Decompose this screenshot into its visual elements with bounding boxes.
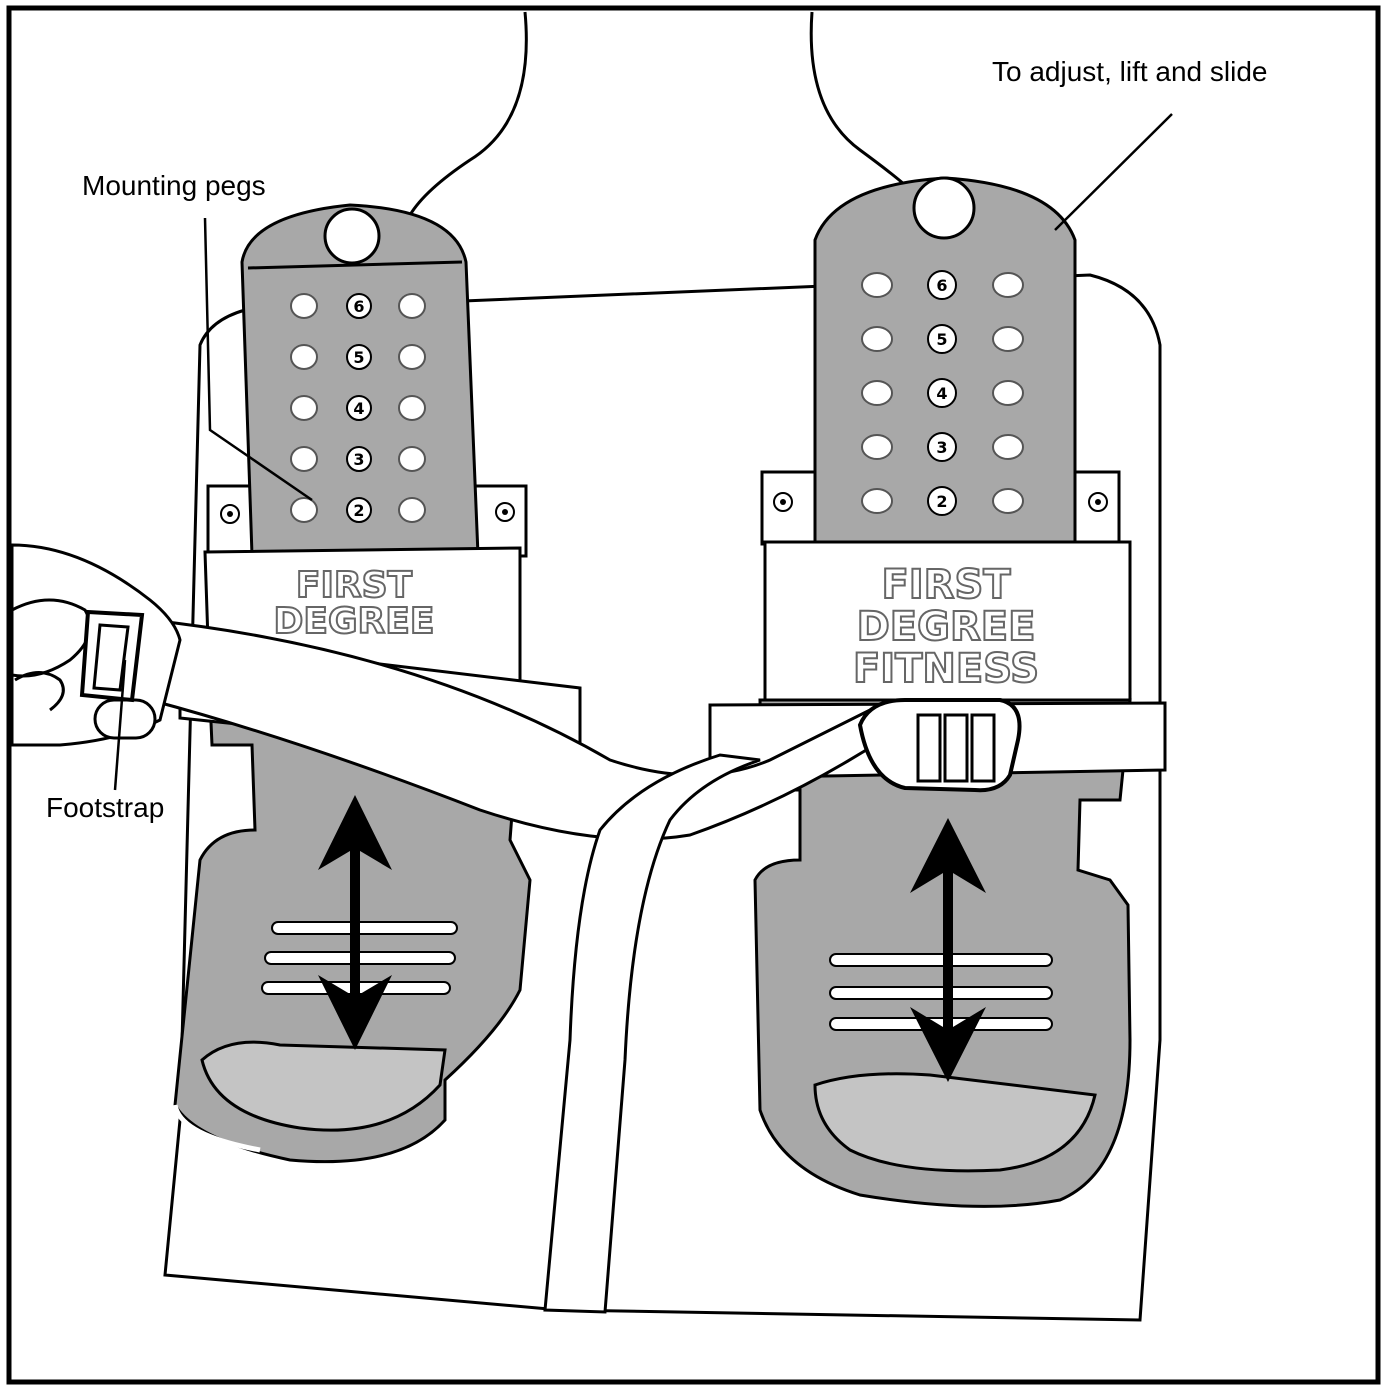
left-hang-hole <box>323 207 381 265</box>
left-peg-hole <box>290 395 318 421</box>
left-peg-hole <box>290 446 318 472</box>
svg-text:FITNESS: FITNESS <box>853 646 1039 692</box>
strap-buckle <box>857 698 1022 793</box>
mounting-pegs-label: Mounting pegs <box>82 170 266 201</box>
hand-holding-strap <box>10 543 182 747</box>
left-bracket-screw-2 <box>495 502 515 522</box>
left-peg-number-disc <box>346 344 372 370</box>
adjust-instruction-label: To adjust, lift and slide <box>992 56 1268 87</box>
right-peg-number-disc <box>927 378 957 408</box>
right-peg-number: 6 <box>936 276 947 295</box>
left-peg-number-disc <box>346 293 372 319</box>
right-peg-hole <box>992 326 1024 352</box>
left-peg-hole <box>398 293 426 319</box>
rower-body-outline-right <box>809 11 906 187</box>
left-peg-number: 2 <box>353 501 364 520</box>
right-peg-number: 3 <box>936 438 947 457</box>
footstrap <box>10 543 1167 1314</box>
right-peg-hole <box>861 488 893 514</box>
right-bracket-screw <box>773 492 793 512</box>
left-peg-number-disc <box>346 497 372 523</box>
right-peg-hole <box>992 272 1024 298</box>
svg-text:FIRST: FIRST <box>296 565 413 606</box>
left-peg-number-disc <box>346 395 372 421</box>
left-bracket-screw <box>220 504 240 524</box>
left-peg-number: 5 <box>353 348 364 367</box>
left-peg-hole <box>398 446 426 472</box>
right-peg-hole <box>861 380 893 406</box>
adjust-leader-line <box>1054 113 1173 231</box>
right-peg-hole <box>992 488 1024 514</box>
right-peg-hole <box>861 272 893 298</box>
right-footplate: 6 5 4 3 2 FIRST DEGREE FITNESS <box>753 176 1132 1208</box>
left-peg-grid: 6 5 4 3 2 <box>290 293 426 523</box>
right-peg-number: 4 <box>936 384 947 403</box>
rower-body-outline-left <box>408 11 528 216</box>
right-peg-number-disc <box>927 432 957 462</box>
right-peg-hole <box>992 380 1024 406</box>
left-heel-cup <box>200 1040 447 1132</box>
right-adjust-arrow-icon <box>910 818 986 1082</box>
right-bracket-screw-2 <box>1088 492 1108 512</box>
left-peg-hole <box>398 344 426 370</box>
right-peg-number: 2 <box>936 492 947 511</box>
left-peg-hole <box>398 395 426 421</box>
right-peg-hole <box>992 434 1024 460</box>
left-peg-number: 3 <box>353 450 364 469</box>
right-peg-number-disc <box>927 324 957 354</box>
right-heel-cup <box>813 1072 1097 1173</box>
left-peg-number: 4 <box>353 399 364 418</box>
right-peg-hole <box>861 326 893 352</box>
left-peg-hole <box>290 344 318 370</box>
right-peg-number: 5 <box>936 330 947 349</box>
mounting-pegs-leader-line <box>203 217 313 502</box>
footstrap-leader-line <box>113 659 127 791</box>
left-peg-number: 6 <box>353 297 364 316</box>
left-peg-hole <box>398 497 426 523</box>
left-peg-number-disc <box>346 446 372 472</box>
left-peg-hole <box>290 497 318 523</box>
right-hang-hole <box>912 176 976 240</box>
right-tread-slots <box>829 953 1053 1031</box>
left-adjust-arrow-icon <box>318 795 392 1050</box>
svg-text:DEGREE: DEGREE <box>857 604 1036 650</box>
right-brand-logo: FIRST DEGREE FITNESS <box>852 561 1040 693</box>
left-brand-logo: FIRST DEGREE <box>273 564 436 643</box>
right-peg-number-disc <box>927 486 957 516</box>
hanging-strap <box>543 753 761 1314</box>
right-peg-grid: 6 5 4 3 2 <box>861 270 1024 516</box>
svg-text:FIRST: FIRST <box>881 562 1011 608</box>
right-peg-number-disc <box>927 270 957 300</box>
left-peg-hole <box>290 293 318 319</box>
right-peg-hole <box>861 434 893 460</box>
footstrap-label: Footstrap <box>46 792 165 823</box>
svg-text:DEGREE: DEGREE <box>274 601 435 642</box>
